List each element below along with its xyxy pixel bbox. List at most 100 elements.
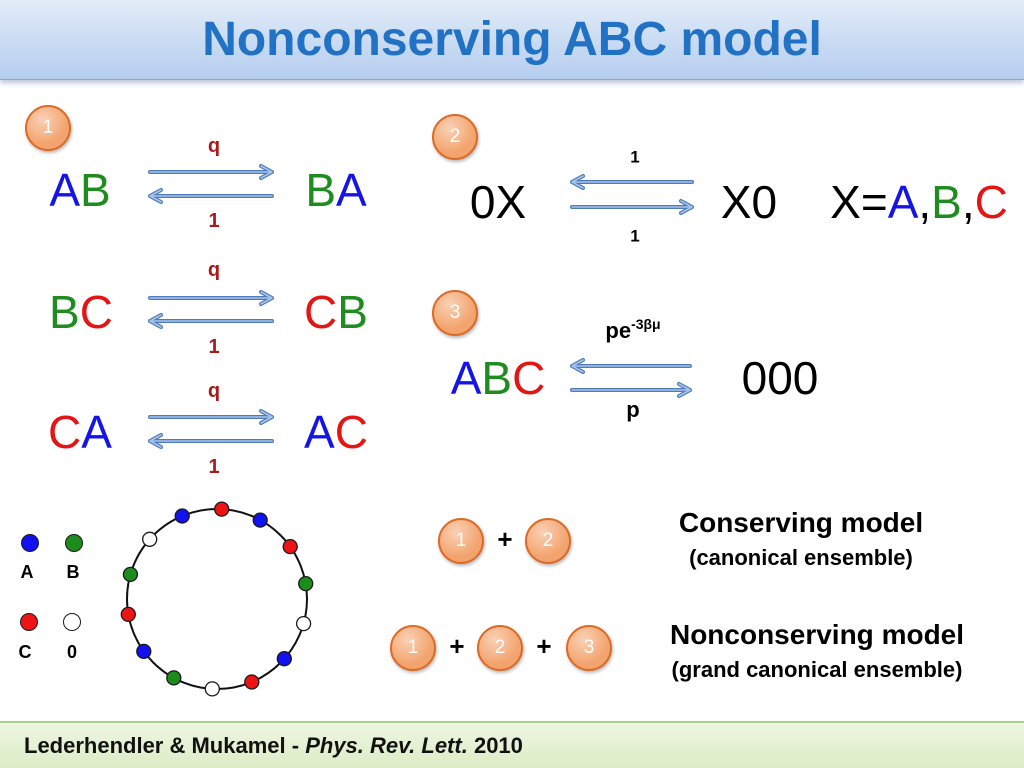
process-2-badge: 2: [432, 114, 478, 160]
ring-site-A: [252, 512, 268, 528]
exchange-reactants: CA: [48, 409, 112, 455]
legend-dot-empty: [63, 613, 81, 631]
reaction-arrow-left: [148, 188, 274, 204]
arrow-highlight: [571, 359, 691, 373]
legend-label-empty: 0: [66, 642, 78, 662]
model-2-process-badge: 1: [390, 625, 436, 671]
species-letter: B: [80, 164, 111, 216]
legend-label-c: C: [18, 642, 32, 662]
hopping-leftward-rate: 1: [630, 147, 640, 167]
exchange-reactants: BC: [49, 289, 113, 335]
arrow-highlight: [149, 410, 273, 424]
exchange-products: CB: [304, 289, 368, 335]
citation-authors: Lederhendler & Mukamel -: [24, 733, 300, 758]
creation-rate-exponent: -3βμ: [631, 316, 661, 332]
species-letter: B: [931, 176, 962, 228]
arrow-highlight: [149, 291, 273, 305]
triplet-state: ABC: [451, 355, 546, 401]
ring-site-A: [136, 643, 152, 660]
annihilation-rate-label: p: [626, 397, 640, 422]
model-1-process-badge: 1: [438, 518, 484, 564]
reaction-arrow-right: [570, 382, 692, 398]
empty-triplet-state: 000: [741, 352, 819, 404]
exchange-products: BA: [305, 167, 366, 213]
conserving-model-title: Conserving model: [678, 507, 924, 538]
ring-site-empty: [204, 681, 220, 697]
species-letter: ,: [918, 176, 932, 228]
species-letter: B: [305, 164, 336, 216]
species-letter: A: [450, 352, 482, 404]
model-1-process-badge: 2: [525, 518, 571, 564]
plus-sign: +: [536, 631, 552, 661]
arrow-highlight: [571, 200, 693, 214]
nonconserving-model-title: Nonconserving model: [669, 619, 965, 650]
process-1-badge: 1: [25, 105, 71, 151]
hopping-rightward-rate: 1: [630, 226, 640, 246]
forward-rate-label: q: [207, 380, 221, 402]
exchange-reactants: AB: [49, 167, 110, 213]
lattice-ring: [120, 501, 314, 697]
species-letter: ,: [961, 176, 975, 228]
ring-site-B: [298, 575, 314, 592]
ring-site-B: [122, 566, 139, 583]
legend-label-b: B: [66, 562, 80, 582]
species-letter: C: [334, 406, 368, 458]
model-2-process-badge: 2: [477, 625, 523, 671]
exchange-products: AC: [304, 409, 368, 455]
ring-site-C: [244, 674, 260, 690]
arrow-highlight: [149, 314, 273, 328]
species-letter: X: [495, 176, 527, 228]
backward-rate-label: 1: [208, 456, 220, 478]
species-letter: 0: [751, 176, 778, 228]
hopping-left-state: 0X: [470, 179, 526, 225]
species-letter: A: [304, 406, 335, 458]
legend-dot-c: [20, 613, 38, 631]
model-2-process-badge: 3: [566, 625, 612, 671]
reaction-arrow-left: [570, 358, 692, 374]
ring-site-empty: [142, 531, 158, 547]
ring-site-C: [282, 538, 298, 555]
arrow-highlight: [149, 434, 273, 448]
process-3-badge: 3: [432, 290, 478, 336]
reaction-arrow-right: [570, 199, 694, 215]
conserving-model-ensemble: (canonical ensemble): [689, 545, 913, 570]
species-letter: A: [81, 406, 112, 458]
plus-sign: +: [497, 524, 513, 554]
species-letter: X: [720, 176, 752, 228]
ring-site-C: [214, 501, 230, 517]
reaction-arrow-right: [148, 164, 274, 180]
title-bar: Nonconserving ABC model: [0, 0, 1024, 80]
ring-site-C: [120, 606, 136, 623]
legend-dot-b: [65, 534, 83, 552]
species-letter: B: [481, 352, 513, 404]
arrow-highlight: [149, 189, 273, 203]
species-letter: B: [337, 286, 368, 338]
reaction-arrow-left: [570, 174, 694, 190]
species-letter: C: [512, 352, 546, 404]
species-letter: A: [887, 176, 919, 228]
arrow-highlight: [571, 175, 693, 189]
species-letter: C: [304, 286, 338, 338]
ring-site-A: [276, 651, 292, 667]
creation-rate-label: pe-3βμ: [605, 317, 660, 343]
arrow-highlight: [571, 383, 691, 397]
backward-rate-label: 1: [208, 210, 220, 232]
hopping-right-state: X0: [721, 179, 777, 225]
citation-journal: Phys. Rev. Lett.: [305, 733, 468, 758]
creation-rate-base: pe: [605, 318, 632, 343]
citation-footer: Lederhendler & Mukamel - Phys. Rev. Lett…: [0, 721, 1024, 768]
reaction-arrow-left: [148, 433, 274, 449]
species-letter: C: [974, 176, 1008, 228]
ring-site-B: [166, 670, 182, 686]
species-letter: =: [860, 176, 888, 228]
nonconserving-model-ensemble: (grand canonical ensemble): [671, 657, 963, 682]
backward-rate-label: 1: [208, 336, 220, 358]
species-letter: X: [830, 176, 861, 228]
legend-dot-a: [21, 534, 39, 552]
forward-rate-label: q: [207, 135, 221, 157]
species-letter: C: [48, 406, 82, 458]
reaction-arrow-right: [148, 290, 274, 306]
species-letter: A: [336, 164, 367, 216]
